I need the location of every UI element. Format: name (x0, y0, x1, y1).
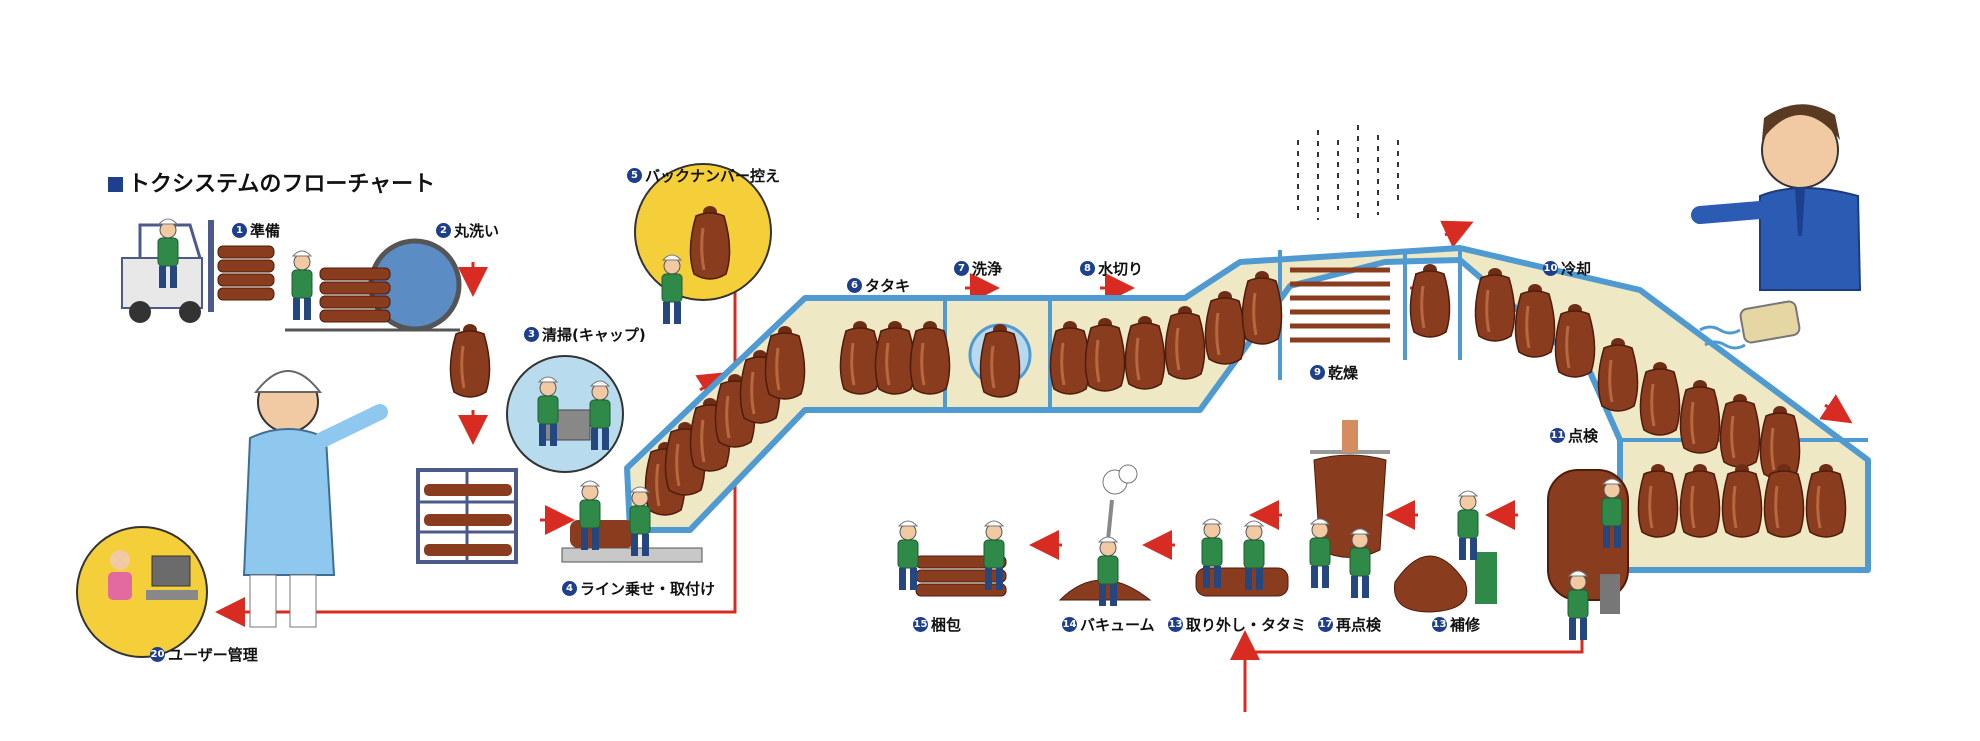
folding-illustration (1195, 518, 1289, 597)
diagram-title: トクシステムのフローチャート (108, 166, 435, 198)
dryer-heater (1290, 267, 1390, 343)
step-number-badge: 14 (1062, 617, 1077, 632)
step-number-badge: 17 (1318, 617, 1333, 632)
step-number-badge: 7 (954, 261, 969, 276)
step-number-badge: 1 (232, 223, 247, 238)
step-number-badge: 2 (436, 223, 451, 238)
washing-illustration (285, 238, 492, 399)
cap-cleaning-illustration (506, 355, 624, 473)
businessman-character (1691, 104, 1862, 291)
packing-illustration (897, 520, 1007, 597)
conveyor-line (624, 125, 1871, 573)
user-management-illustration (76, 526, 208, 658)
cooling-unit (1699, 300, 1801, 350)
step-number-badge: 11 (1550, 428, 1565, 443)
bag-rack (416, 468, 518, 564)
step-number-badge: 6 (847, 278, 862, 293)
forklift-illustration (121, 218, 275, 323)
step-number-badge: 13 (1432, 617, 1447, 632)
reinspection-hoist (1309, 420, 1390, 599)
step-number-badge: 10 (1543, 261, 1558, 276)
title-square-icon (108, 177, 123, 192)
step-number-badge: 3 (524, 327, 539, 342)
step-number-badge: 8 (1080, 261, 1095, 276)
line-loading-illustration (561, 480, 703, 563)
repair-machine (1393, 490, 1497, 613)
vacuum-illustration (1058, 464, 1152, 607)
inspector-character (242, 370, 388, 628)
steam-lines (1297, 125, 1399, 220)
step-number-badge: 5 (627, 168, 642, 183)
step-number-badge: 15 (913, 617, 928, 632)
step-number-badge: 9 (1310, 365, 1325, 380)
step-number-badge: 4 (562, 581, 577, 596)
step-number-badge: 13 (1168, 617, 1183, 632)
inspection-tank (1547, 469, 1629, 641)
back-number-illustration (634, 163, 772, 325)
step-number-badge: 20 (150, 647, 165, 662)
